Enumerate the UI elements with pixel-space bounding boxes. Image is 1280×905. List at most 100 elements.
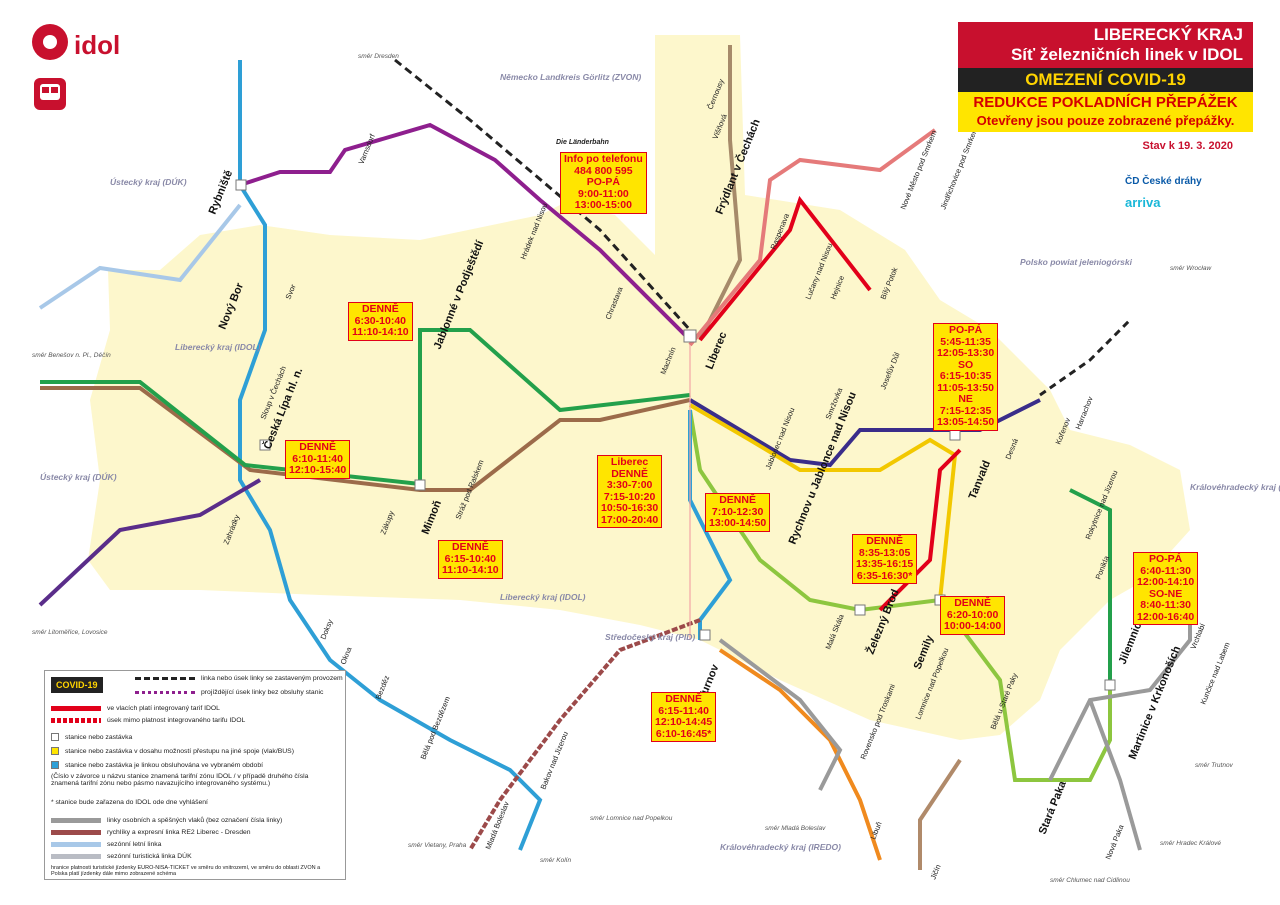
line-l6 bbox=[698, 45, 743, 341]
legend-text-10: rychlíky a expresní linka RE2 Liberec - … bbox=[107, 829, 251, 836]
legend-row-note: (Číslo v závorce u názvu stanice znamená… bbox=[51, 773, 336, 787]
station-marker-liberec bbox=[683, 329, 697, 343]
header-title-line1: LIBERECKÝ KRAJ bbox=[1093, 25, 1243, 44]
region-label-kralovehradecky-2: Královéhradecký kraj (IREDO) bbox=[1190, 482, 1280, 492]
legend-row-re: rychlíky a expresní linka RE2 Liberec - … bbox=[51, 829, 251, 836]
hours-box-rychnov: DENNĚ 7:10-12:30 13:00-14:50 bbox=[705, 493, 771, 532]
legend-text-6: stanice nebo zastávka je linkou obsluhov… bbox=[65, 761, 263, 769]
hours-box-semily: DENNĚ 6:20-10:00 10:00-14:00 bbox=[940, 596, 1006, 635]
header-panel: LIBERECKÝ KRAJ Síť železničních linek v … bbox=[958, 22, 1253, 152]
label-kuncice: Kunčice nad Labem bbox=[1199, 641, 1232, 706]
die-landerbahn-logo: Die Länderbahn bbox=[556, 139, 609, 146]
header-title: LIBERECKÝ KRAJ Síť železničních linek v … bbox=[958, 22, 1253, 68]
legend-text-0: linka nebo úsek linky se zastaveným prov… bbox=[201, 675, 343, 682]
hours-box-tanvald: PO-PÁ 5:45-11:35 12:05-13:30 SO 6:15-10:… bbox=[933, 323, 999, 431]
direction-wroclaw: směr Wrocław bbox=[1170, 265, 1212, 272]
legend-symbol-red bbox=[51, 706, 101, 711]
idol-logo-graphic: idol bbox=[32, 24, 120, 110]
direction-hradec: směr Hradec Králové bbox=[1160, 840, 1221, 847]
region-label-stredocesky: Středočeský kraj (PID) bbox=[605, 632, 695, 642]
legend-row-pass: projíždějící úsek linky bez obsluhy stan… bbox=[135, 689, 323, 696]
station-marker-martinice bbox=[1104, 679, 1116, 691]
status-date: Stav k 19. 3. 2020 bbox=[1142, 140, 1233, 152]
legend-text-12: sezónní turistická linka DÚK bbox=[107, 853, 192, 860]
label-jicin: Jičín bbox=[929, 863, 943, 881]
legend-symbol-re bbox=[51, 830, 101, 835]
station-marker-turnov bbox=[699, 629, 711, 641]
legend-row-os: linky osobních a spěšných vlaků (bez ozn… bbox=[51, 817, 282, 824]
legend-text-13: hranice platnosti turistické jízdenky EU… bbox=[51, 865, 321, 877]
line-u8 bbox=[38, 203, 242, 310]
line-l61 bbox=[688, 128, 937, 347]
direction-mlada-boleslav: směr Mladá Boleslav bbox=[765, 825, 826, 832]
legend-text-9: linky osobních a spěšných vlaků (bez ozn… bbox=[107, 817, 283, 824]
arriva-logo: arriva bbox=[1125, 195, 1161, 210]
legend-symbol-red-striped bbox=[51, 718, 101, 723]
hours-box-jablonne: DENNĚ 6:30-10:40 11:10-14:10 bbox=[348, 302, 413, 341]
legend-text-3: úsek mimo platnost integrovaného tarifu … bbox=[107, 717, 246, 724]
label-nova-paka: Nová Paka bbox=[1104, 823, 1126, 861]
operator-logos: ČD České dráhy arriva bbox=[1125, 176, 1202, 210]
region-label-ustecky-2: Ústecký kraj (DÚK) bbox=[40, 471, 117, 482]
line-l1-stopped bbox=[1039, 318, 1132, 397]
hours-box-zelezny-brod: DENNĚ 8:35-13:05 13:35-16:15 6:35-16:30* bbox=[852, 534, 918, 584]
direction-lomnice: směr Lomnice nad Popelkou bbox=[590, 815, 673, 822]
legend-row-seasonal: stanice nebo zastávka je linkou obsluhov… bbox=[51, 761, 263, 769]
legend-covid-tag: COVID-19 bbox=[51, 677, 103, 693]
legend-symbol-dashed bbox=[135, 677, 195, 680]
legend-row-summer: sezónní letní linka bbox=[51, 841, 161, 848]
legend-row-border: hranice platnosti turistické jízdenky EU… bbox=[51, 865, 336, 877]
line-u11 bbox=[38, 478, 262, 607]
legend-text-1: projíždějící úsek linky bez obsluhy stan… bbox=[201, 689, 324, 696]
direction-benesov: směr Benešov n. Pl., Děčín bbox=[32, 352, 111, 359]
legend-symbol-seasonal-station bbox=[51, 761, 59, 769]
label-bela-pod-bezdezem: Bělá pod Bezdězem bbox=[419, 695, 452, 761]
label-varnsdorf: Varnsdorf bbox=[357, 132, 378, 166]
cd-icon: ČD bbox=[1125, 176, 1143, 187]
region-label-poland: Polsko powiat jeleniogórski bbox=[1020, 257, 1133, 267]
station-marker-zelezny-brod bbox=[854, 604, 866, 616]
line-l7 bbox=[239, 122, 692, 342]
direction-dresden: směr Dresden bbox=[358, 53, 399, 60]
legend-text-7: (Číslo v závorce u názvu stanice znamená… bbox=[51, 773, 309, 787]
label-libun: Libuň bbox=[869, 820, 884, 840]
line-l5 bbox=[918, 758, 962, 870]
cd-logo: ČD České dráhy bbox=[1125, 176, 1202, 187]
direction-trutnov: směr Trutnov bbox=[1195, 762, 1234, 769]
legend-row-non-idol: úsek mimo platnost integrovaného tarifu … bbox=[51, 717, 245, 724]
region-label-germany: Německo Landkreis Görlitz (ZVON) bbox=[500, 72, 641, 82]
legend-row-stopped: linka nebo úsek linky se zastaveným prov… bbox=[135, 675, 343, 682]
logo-text: idol bbox=[74, 30, 120, 60]
hours-box-ceska-lipa: DENNĚ 6:10-11:40 12:10-15:40 bbox=[285, 440, 351, 479]
label-stara-paka: Stará Paka bbox=[1037, 779, 1070, 836]
line-l9 bbox=[1069, 488, 1112, 690]
region-label-liberecky-1: Liberecký kraj (IDOL) bbox=[175, 342, 261, 352]
region-label-liberecky-2: Liberecký kraj (IDOL) bbox=[500, 592, 586, 602]
station-marker-ceska-lipa bbox=[259, 439, 271, 451]
line-l31 bbox=[878, 448, 962, 612]
legend-text-4: stanice nebo zastávka bbox=[65, 733, 133, 741]
direction-kolin: směr Kolín bbox=[540, 857, 571, 864]
station-marker-mimon bbox=[414, 479, 426, 491]
hours-box-mimon: DENNĚ 6:15-10:40 11:10-14:10 bbox=[438, 540, 503, 579]
hours-box-jilemnice: PO-PÁ 6:40-11:30 12:00-14:10 SO-NE 8:40-… bbox=[1133, 552, 1199, 625]
legend-text-5: stanice nebo zastávka v dosahu možností … bbox=[65, 747, 294, 755]
line-r21 bbox=[468, 618, 701, 852]
cd-name: České dráhy bbox=[1142, 176, 1202, 187]
legend-symbol-duk bbox=[51, 854, 101, 859]
region-label-ustecky-1: Ústecký kraj (DÚK) bbox=[110, 176, 187, 187]
hours-box-landerbahn: Info po telefonu 484 800 595 PO-PÁ 9:00-… bbox=[560, 152, 647, 214]
hours-box-turnov: DENNĚ 6:15-11:40 12:10-14:45 6:10-16:45* bbox=[651, 692, 717, 742]
legend-row-duk: sezónní turistická linka DÚK bbox=[51, 853, 192, 860]
legend-text-11: sezónní letní linka bbox=[107, 841, 162, 848]
label-harrachov: Harrachov bbox=[1074, 395, 1095, 431]
hours-box-liberec: Liberec DENNĚ 3:30-7:00 7:15-10:20 10:50… bbox=[597, 455, 663, 528]
station-marker-rybniste bbox=[235, 179, 247, 191]
reduction-title: REDUKCE POKLADNÍCH PŘEPÁŽEK bbox=[973, 94, 1238, 111]
legend-row-asterisk: * stanice bude zařazena do IDOL ode dne … bbox=[51, 799, 208, 806]
legend-symbol-transfer bbox=[51, 747, 59, 755]
region-label-kralovehradecky: Královéhradecký kraj (IREDO) bbox=[720, 842, 841, 852]
reduction-sub: Otevřeny jsou pouze zobrazené přepážky. bbox=[976, 113, 1235, 128]
line-r14 bbox=[40, 328, 691, 487]
legend-symbol-station bbox=[51, 733, 59, 741]
